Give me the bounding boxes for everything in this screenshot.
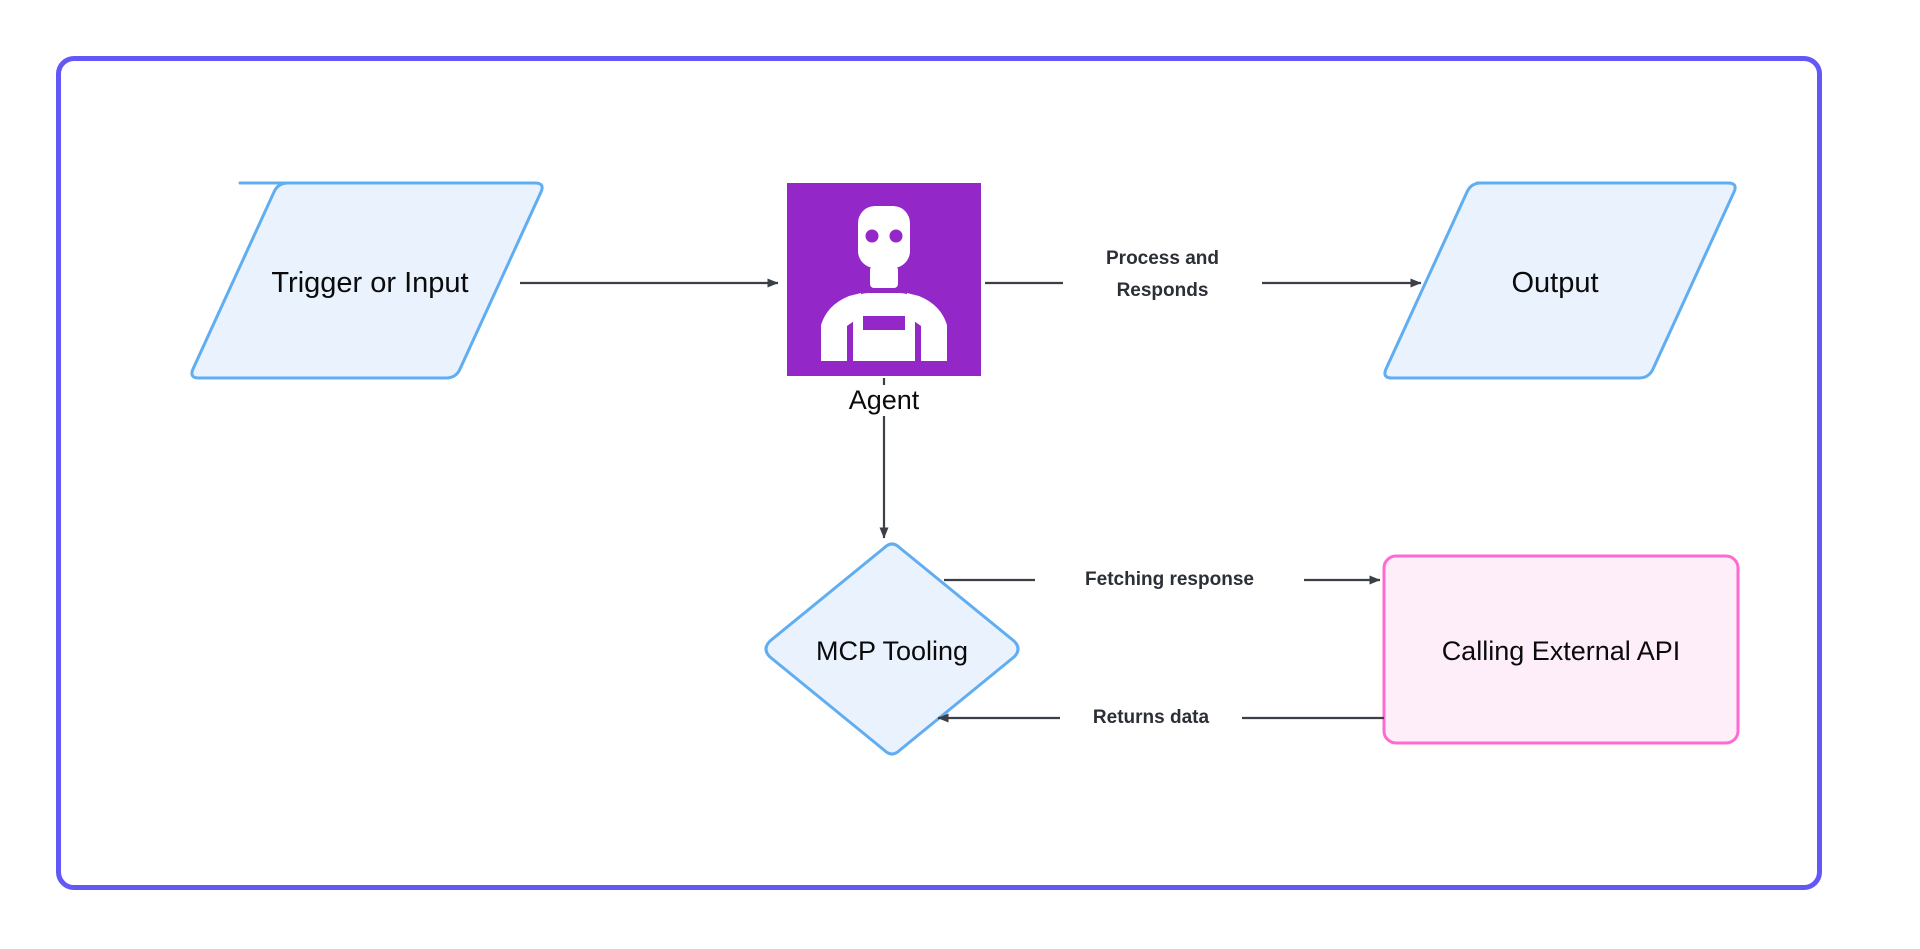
robot-icon	[821, 206, 947, 361]
node-agent[interactable]	[787, 183, 981, 376]
edge-label-returns-data: Returns data	[1060, 702, 1242, 734]
edge-label-process-and-responds: Process and Responds	[1063, 243, 1262, 307]
node-calling-external-api[interactable]	[1382, 554, 1740, 745]
node-trigger-or-input[interactable]	[190, 181, 544, 380]
outer-container	[56, 56, 1822, 890]
edge-label-fetching-response: Fetching response	[1035, 564, 1304, 596]
node-output[interactable]	[1383, 181, 1737, 380]
edge-label-line-2: Responds	[1116, 280, 1209, 301]
edge-label-line-1: Process and	[1106, 248, 1219, 269]
node-mcp-tooling[interactable]	[764, 542, 1020, 756]
node-agent-label: Agent	[787, 385, 981, 416]
